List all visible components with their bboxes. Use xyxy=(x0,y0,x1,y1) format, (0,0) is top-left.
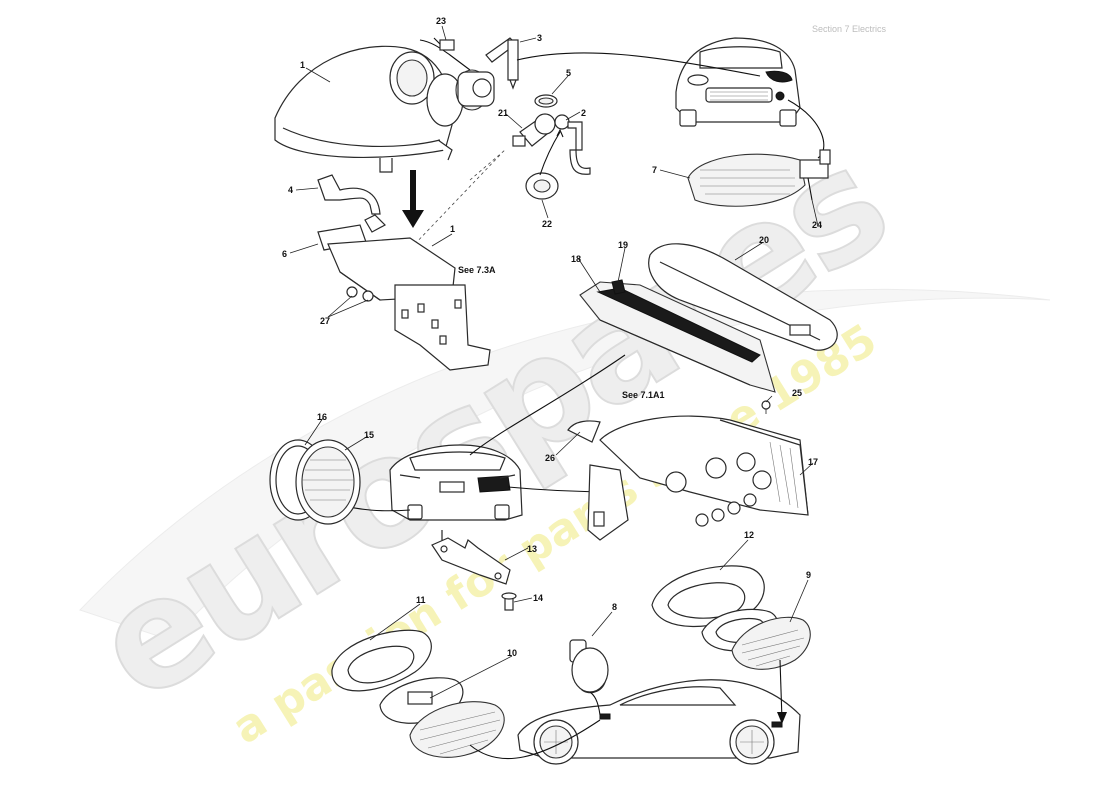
callout-6: 6 xyxy=(282,249,287,259)
screw-14 xyxy=(501,592,517,611)
callout-3: 3 xyxy=(537,33,542,43)
arrow-22-2 xyxy=(539,131,561,176)
stop-lamp-body-18 xyxy=(579,281,776,393)
headlamp-assembly xyxy=(274,45,495,173)
reference-7-3a: See 7.3A xyxy=(458,265,496,275)
routing-line xyxy=(469,149,506,181)
callout-25: 25 xyxy=(792,388,802,398)
callout-14: 14 xyxy=(533,593,543,603)
side-car-view xyxy=(517,679,801,765)
grommet-22 xyxy=(525,172,559,200)
callout-7: 7 xyxy=(652,165,657,175)
callout-1-module: 1 xyxy=(450,224,455,234)
callout-17: 17 xyxy=(808,457,818,467)
indicator-lens-7 xyxy=(687,153,806,207)
connector-23 xyxy=(419,37,471,71)
gasket-11 xyxy=(331,629,432,692)
callout-9: 9 xyxy=(806,570,811,580)
clip-5 xyxy=(534,94,558,108)
callout-2: 2 xyxy=(581,108,586,118)
watermark: eurospares a passion for parts since 198… xyxy=(66,116,1051,754)
repeater-lens-10 xyxy=(409,701,505,758)
fog-lamp-15 xyxy=(295,439,361,525)
bulb-8 xyxy=(569,639,609,694)
callout-10: 10 xyxy=(507,648,517,658)
callout-18: 18 xyxy=(571,254,581,264)
rear-lamp-17 xyxy=(587,415,809,541)
bulb-holders xyxy=(593,493,757,527)
stop-lamp-cover-20 xyxy=(648,243,838,351)
callout-24: 24 xyxy=(812,220,822,230)
front-car-view xyxy=(675,37,801,127)
callout-27: 27 xyxy=(320,316,330,326)
callout-13: 13 xyxy=(527,544,537,554)
bulb-2 xyxy=(554,114,591,175)
callout-23: 23 xyxy=(436,16,446,26)
arrowhead-22 xyxy=(556,128,564,138)
callout-21: 21 xyxy=(498,108,508,118)
arrowhead-right xyxy=(777,712,787,724)
callout-11: 11 xyxy=(416,595,426,605)
callout-8: 8 xyxy=(612,602,617,612)
control-module xyxy=(317,224,491,371)
callout-26: 26 xyxy=(545,453,555,463)
bulb-21 xyxy=(512,113,556,147)
callout-22: 22 xyxy=(542,219,552,229)
header-note: Section 7 Electrics xyxy=(812,24,887,34)
callout-12: 12 xyxy=(744,530,754,540)
link-repeater-right xyxy=(779,659,783,721)
plate-lamp-bracket-13 xyxy=(431,537,511,585)
callout-1: 1 xyxy=(300,60,305,70)
callout-15: 15 xyxy=(364,430,374,440)
link-bulb-8 xyxy=(589,691,601,716)
callout-16: 16 xyxy=(317,412,327,422)
reference-7-1a1: See 7.1A1 xyxy=(622,390,665,400)
bracket-26 xyxy=(567,420,601,443)
callout-4: 4 xyxy=(288,185,293,195)
link-rear-stop xyxy=(469,354,626,456)
callouts: 1 2 3 4 5 6 7 8 9 10 11 12 13 14 15 16 1… xyxy=(282,16,822,658)
connector-24 xyxy=(799,149,831,201)
repeater-lens-9 xyxy=(731,616,811,670)
leader-lines xyxy=(289,25,819,699)
callout-5: 5 xyxy=(566,68,571,78)
clip-25 xyxy=(761,400,771,414)
harness-4 xyxy=(317,174,386,233)
callout-20: 20 xyxy=(759,235,769,245)
link-front-lamp xyxy=(516,52,761,77)
callout-19: 19 xyxy=(618,240,628,250)
assembly-arrow xyxy=(402,170,424,228)
rear-car-view xyxy=(389,444,523,521)
link-repeater-left xyxy=(469,719,601,760)
